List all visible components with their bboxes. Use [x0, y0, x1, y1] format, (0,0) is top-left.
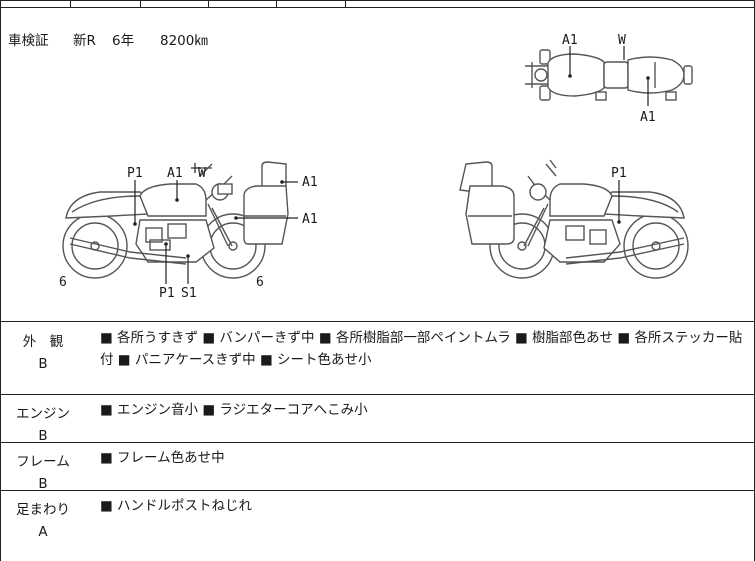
section-divider: [0, 490, 755, 491]
engine-grade: B: [38, 428, 48, 444]
label-top-a1-front: A1: [562, 33, 578, 48]
engine-notes: ■ エンジン音小 ■ ラジエターコアへこみ小: [100, 402, 368, 418]
top-row-bottom-line: [0, 7, 755, 8]
frame-label: フレーム B: [8, 450, 78, 492]
top-row-divider: [140, 0, 141, 8]
label-case-a1-top: A1: [302, 175, 318, 190]
suspension-label-text: 足まわり: [16, 502, 70, 518]
diagram-bottom-line: [0, 321, 755, 322]
label-left-6-front: 6: [59, 275, 67, 290]
registration-label: 車検証: [8, 33, 49, 49]
engine-label: エンジン B: [8, 402, 78, 444]
frame-label-text: フレーム: [16, 454, 70, 470]
label-left-p1: P1: [127, 166, 143, 181]
mileage: 8200㎞: [160, 33, 208, 49]
engine-label-text: エンジン: [16, 406, 70, 422]
exterior-label: 外 観 B: [8, 330, 78, 372]
registration-years: 6年: [112, 33, 135, 49]
exterior-notes: ■ 各所うすきず ■ バンパーきず中 ■ 各所樹脂部一部ペイントムラ ■ 樹脂部…: [100, 330, 743, 368]
section-divider: [0, 394, 755, 395]
motorcycle-top-view: [525, 49, 693, 101]
label-case-a1-bottom: A1: [302, 212, 318, 227]
condition-code: 新R: [73, 33, 96, 49]
label-left-p1-bottom: P1: [159, 286, 175, 301]
section-divider: [0, 442, 755, 443]
label-left-s1: S1: [181, 286, 197, 301]
left-border: [0, 0, 1, 561]
label-top-w: W: [618, 33, 626, 48]
motorcycle-left-side-view: [62, 161, 289, 279]
label-top-a1-rear: A1: [640, 110, 656, 125]
suspension-notes: ■ ハンドルポストねじれ: [100, 498, 253, 514]
top-row-divider: [70, 0, 71, 8]
frame-notes: ■ フレーム色あせ中: [100, 450, 225, 466]
top-row-divider: [276, 0, 277, 8]
label-left-w: W: [198, 166, 206, 181]
label-left-a1: A1: [167, 166, 183, 181]
exterior-label-text: 外 観: [22, 334, 64, 350]
suspension-grade: A: [38, 524, 48, 540]
frame-grade: B: [38, 476, 48, 492]
damage-diagram: A1 W A1: [59, 33, 693, 301]
top-row-divider: [208, 0, 209, 8]
label-left-6-rear: 6: [256, 275, 264, 290]
top-border: [0, 0, 755, 1]
suspension-label: 足まわり A: [8, 498, 78, 540]
label-right-p1: P1: [611, 166, 627, 181]
top-row-divider: [345, 0, 346, 8]
exterior-grade: B: [38, 356, 48, 372]
motorcycle-right-side-view: [459, 159, 689, 279]
